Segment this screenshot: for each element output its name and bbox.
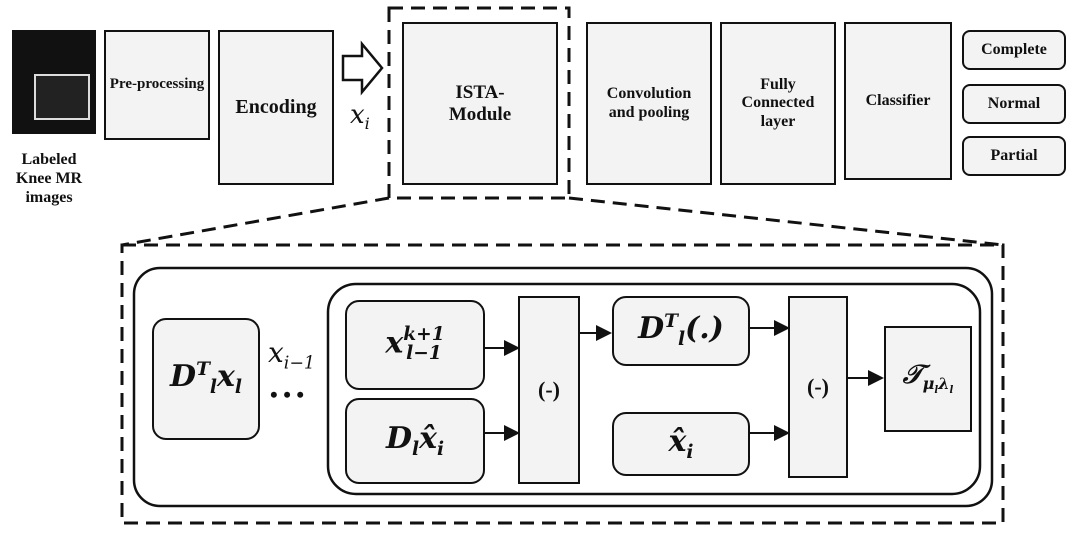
encoding-block: Encoding [218, 30, 334, 185]
input-symbol-sub: i [365, 114, 370, 133]
ellipsis: • • • [270, 382, 304, 408]
dt-x-expr: DTlxl [170, 359, 242, 398]
output-normal: Normal [962, 84, 1066, 124]
conv-pool-label: Convolution and pooling [594, 85, 704, 122]
input-symbol: xi [350, 100, 370, 133]
input-caption: Labeled Knee MR images [4, 150, 94, 208]
classifier-label: Classifier [866, 92, 931, 110]
threshold-expr: 𝒯μlλl [903, 361, 954, 397]
hollow-arrow [343, 44, 382, 92]
subtract-block-2: (-) [788, 296, 848, 478]
subtract-block-1: (-) [518, 296, 580, 484]
x-hat-block: x̂i [612, 412, 750, 476]
input-symbol-main: x [350, 100, 365, 130]
ista-module-label: ISTA-Module [428, 82, 532, 126]
zoom-line-right [569, 198, 1003, 245]
output-complete: Complete [962, 30, 1066, 70]
d-x-expr: Dlx̂i [386, 422, 444, 460]
d-x-block: Dlx̂i [345, 398, 485, 484]
zoom-line-left [122, 198, 389, 245]
output-normal-label: Normal [988, 95, 1040, 113]
encoding-label: Encoding [235, 96, 316, 119]
knee-mr-thumbnail [12, 30, 96, 134]
fully-connected-block: Fully Connected layer [720, 22, 836, 185]
dt-x-block: DTlxl [152, 318, 260, 440]
ista-module-block: ISTA-Module [402, 22, 558, 185]
fully-connected-label: Fully Connected layer [740, 76, 816, 131]
dt-op-block: DTl(.) [612, 296, 750, 366]
preprocessing-label: Pre-processing [110, 76, 204, 93]
output-partial: Partial [962, 136, 1066, 176]
preprocessing-block: Pre-processing [104, 30, 210, 140]
subtract-label-1: (-) [538, 377, 560, 402]
knee-image-inner [34, 74, 90, 120]
subtract-label-2: (-) [807, 374, 829, 399]
conv-pool-block: Convolution and pooling [586, 22, 712, 185]
output-partial-label: Partial [990, 147, 1037, 165]
threshold-block: 𝒯μlλl [884, 326, 972, 432]
prev-state-label: xi−1 [268, 336, 315, 374]
classifier-block: Classifier [844, 22, 952, 180]
output-complete-label: Complete [981, 41, 1047, 59]
x-hat-expr: x̂i [669, 425, 694, 463]
dt-op-expr: DTl(.) [638, 311, 724, 350]
